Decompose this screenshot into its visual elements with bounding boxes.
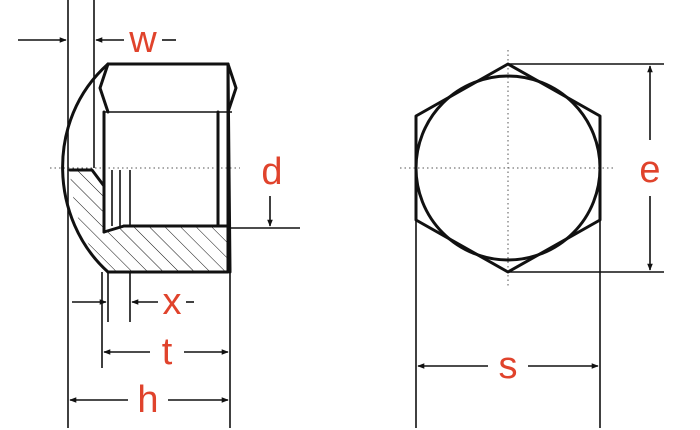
- front-view: [400, 50, 664, 428]
- hex-body-right-edge: [226, 62, 232, 274]
- dimension-h: h: [69, 379, 229, 421]
- label-e: e: [639, 149, 660, 191]
- side-view: [50, 0, 300, 428]
- hex-inscribed-circle: [414, 74, 602, 262]
- dimension-s: s: [417, 345, 599, 387]
- hatched-section: [70, 170, 228, 272]
- section-top-edge: [68, 168, 106, 188]
- label-w: w: [128, 19, 157, 61]
- label-s: s: [499, 345, 518, 387]
- dimension-e: e: [639, 65, 661, 271]
- dome-outline: [61, 62, 110, 274]
- label-t: t: [162, 331, 173, 373]
- hex-left-face: [98, 62, 110, 114]
- section-chamfer: [102, 224, 126, 234]
- label-x: x: [163, 281, 182, 323]
- dimension-w: w: [18, 19, 176, 61]
- dimension-x: x: [72, 281, 194, 323]
- label-d: d: [261, 151, 282, 193]
- label-h: h: [137, 379, 158, 421]
- hex-right-face: [226, 62, 238, 114]
- dimension-d: d: [261, 151, 283, 227]
- dimension-t: t: [103, 331, 229, 373]
